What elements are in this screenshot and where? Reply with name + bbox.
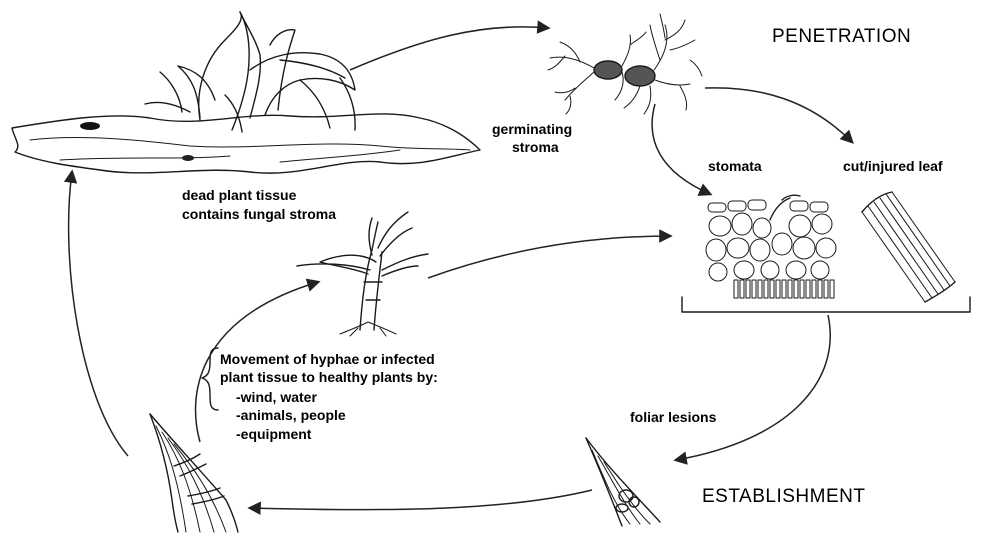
arrow-to-cut-leaf bbox=[705, 88, 852, 142]
germinating-stroma-illustration bbox=[548, 14, 702, 114]
cut-leaf-illustration bbox=[862, 192, 955, 302]
movement-text-line1: Movement of hyphae or infected bbox=[220, 351, 435, 367]
dead-plant-tissue-illustration bbox=[12, 12, 480, 173]
arrow-to-germinating bbox=[350, 27, 548, 70]
foliar-lesions-leaf-illustration bbox=[586, 438, 660, 526]
young-plant-illustration bbox=[297, 212, 428, 336]
infected-stem-illustration bbox=[150, 414, 238, 532]
dead-tissue-label: dead plant tissue bbox=[182, 187, 297, 203]
penetration-bracket bbox=[682, 297, 970, 312]
movement-brace bbox=[202, 348, 218, 410]
stomata-label: stomata bbox=[708, 158, 762, 174]
arrow-to-foliar-lesions bbox=[676, 315, 830, 460]
foliar-lesions-label: foliar lesions bbox=[630, 409, 717, 425]
movement-text-animals-people: -animals, people bbox=[236, 407, 346, 423]
germinating-label: germinating bbox=[492, 121, 572, 137]
movement-text-line2: plant tissue to healthy plants by: bbox=[220, 369, 438, 385]
movement-text-equipment: -equipment bbox=[236, 426, 312, 442]
arrow-to-stomata bbox=[652, 104, 710, 194]
movement-text-wind-water: -wind, water bbox=[236, 389, 317, 405]
arrow-plant-to-stomata bbox=[428, 236, 670, 278]
establishment-heading: ESTABLISHMENT bbox=[702, 486, 865, 507]
arrow-to-dead-tissue bbox=[69, 172, 128, 456]
penetration-heading: PENETRATION bbox=[772, 26, 911, 47]
dead-tissue-label-line2: contains fungal stroma bbox=[182, 206, 336, 222]
arrow-to-infected-stem bbox=[250, 490, 592, 510]
stomata-cross-section bbox=[706, 195, 836, 298]
cut-leaf-label: cut/injured leaf bbox=[843, 158, 943, 174]
germinating-label-line2: stroma bbox=[512, 139, 559, 155]
